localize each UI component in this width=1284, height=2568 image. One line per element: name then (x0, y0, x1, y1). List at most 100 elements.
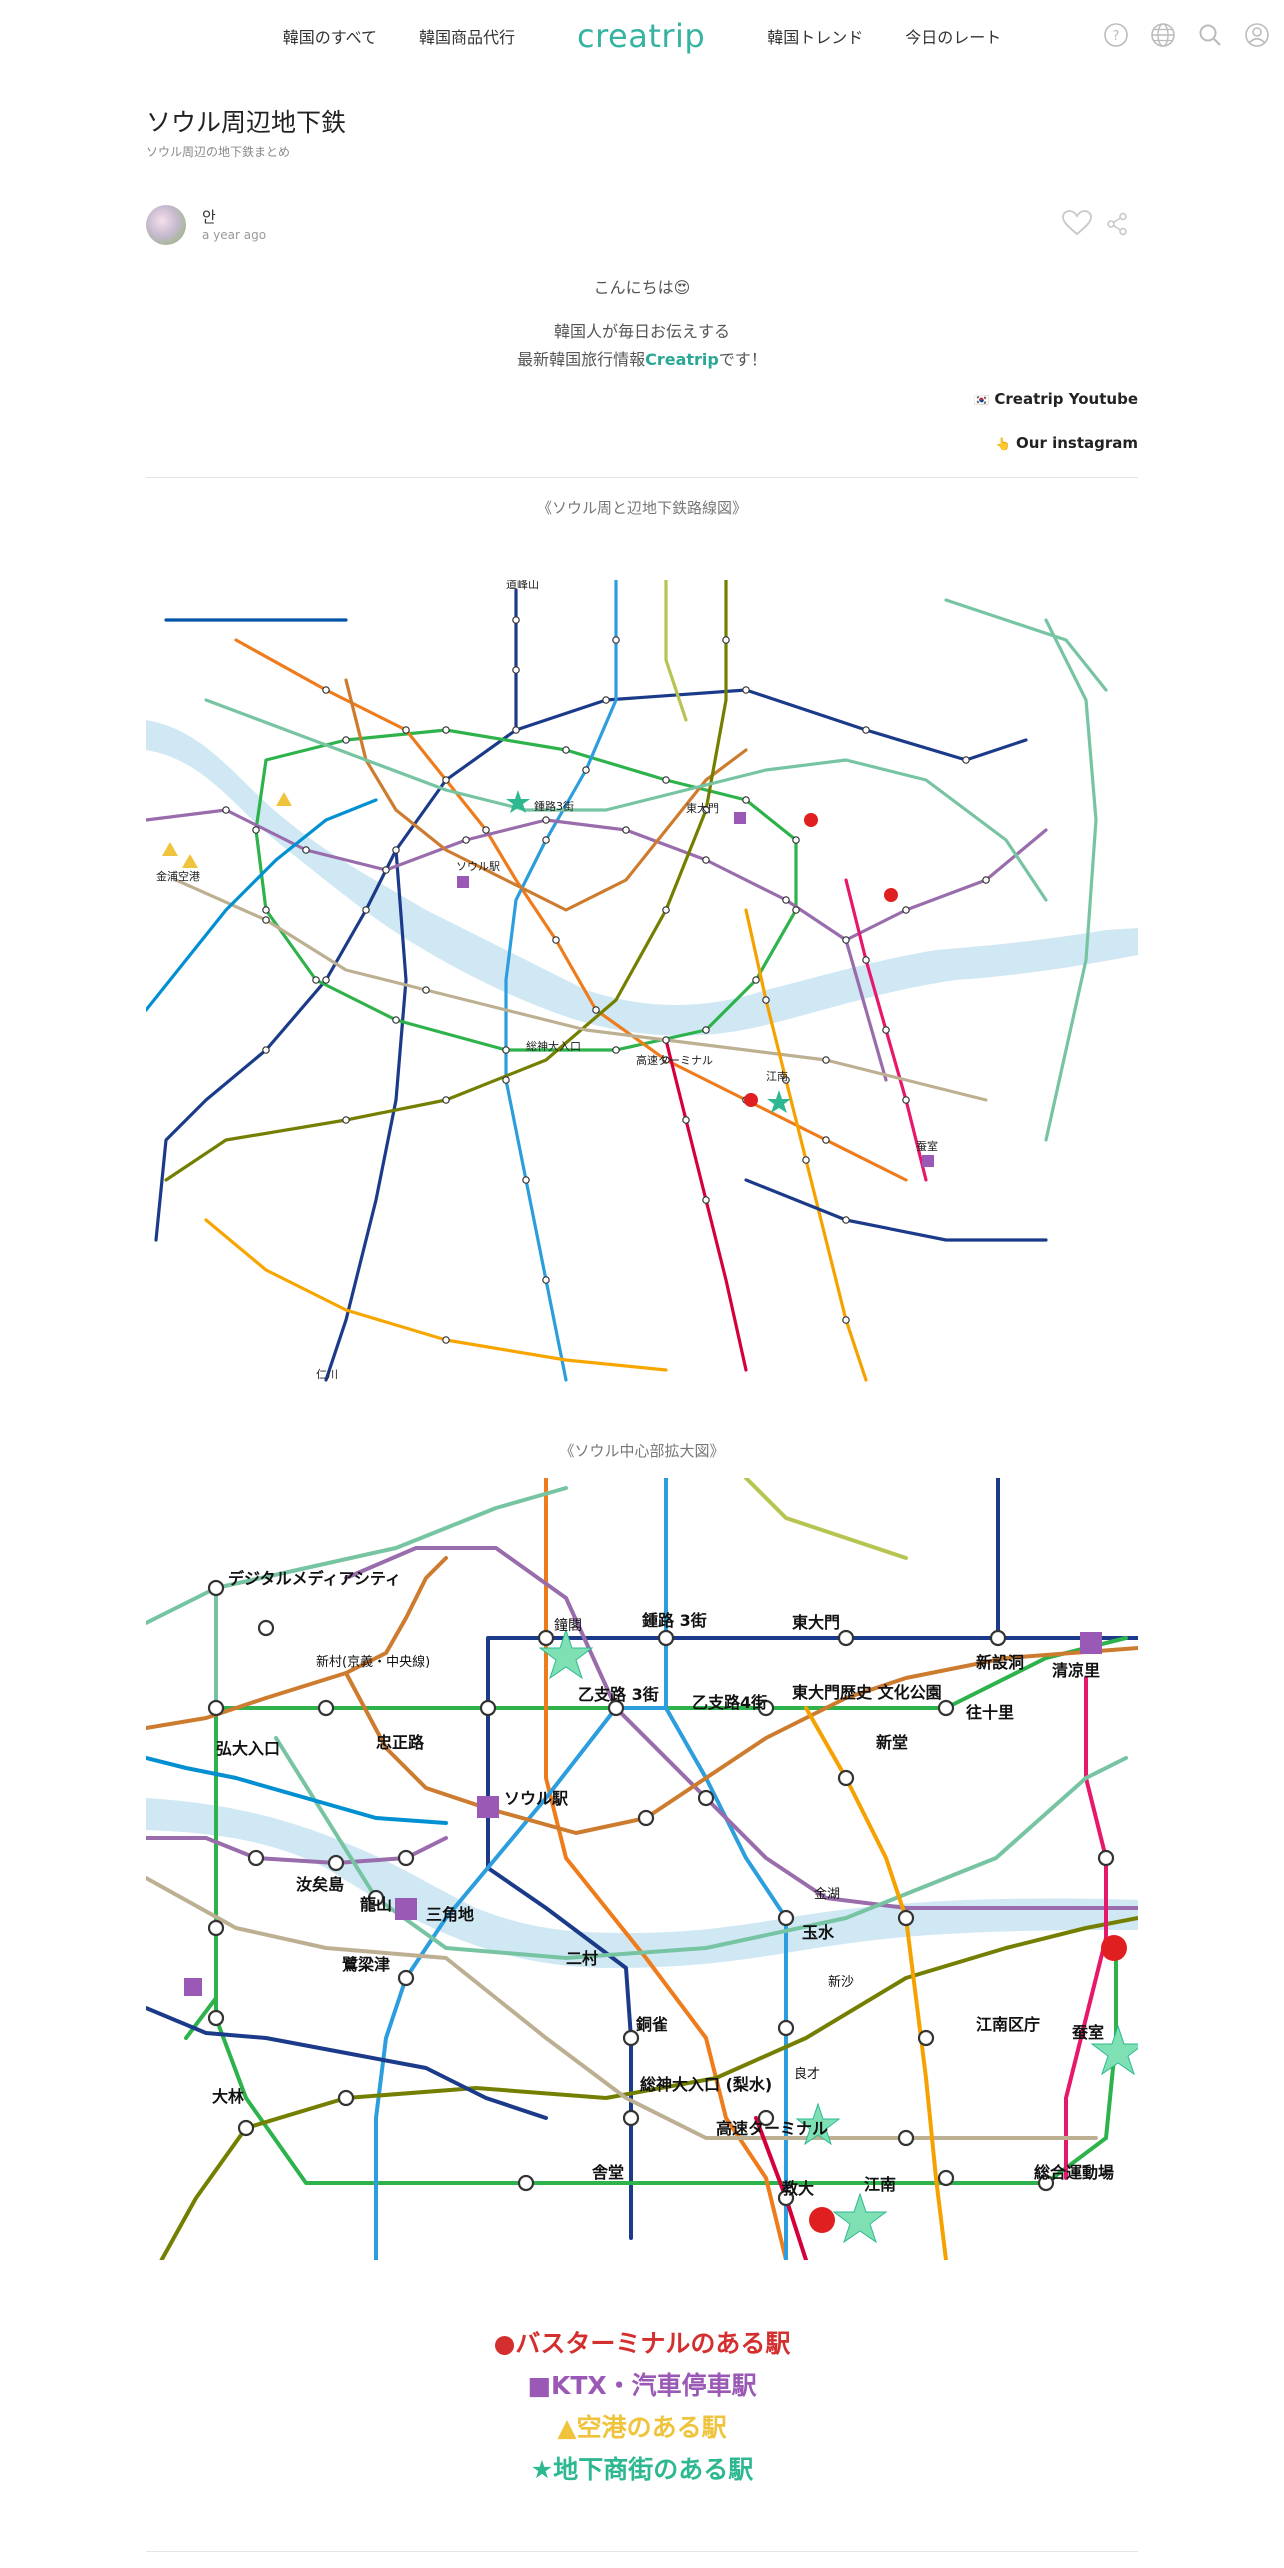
zoom-label-noryangjin: 鷺梁津 (342, 1955, 390, 1974)
zoom-label-chungjeongno: 忠正路 (376, 1733, 425, 1752)
map-station-dot (512, 616, 520, 624)
map-full-label-chongshin: 総神大入口 (526, 1039, 581, 1053)
map-station-dot (822, 1056, 830, 1064)
map-station-dot (742, 686, 750, 694)
map-station-dot (562, 746, 570, 754)
nav-link-shopping-agent[interactable]: 韓国商品代行 (418, 28, 515, 47)
map-station-dot (402, 726, 410, 734)
map-station-dot (662, 906, 670, 914)
subway-map-full[interactable]: 道峰山 ソウル駅 鍾路3街 東大門 総神大入口 高速ターミナル 江南 蚕室 金浦… (146, 580, 1138, 1390)
heart-icon[interactable] (1062, 210, 1092, 240)
map-station-dot (842, 1216, 850, 1224)
map-station-dot (702, 856, 710, 864)
zoom-label-ddp: 東大門歴史 文化公園 (792, 1683, 942, 1702)
help-icon[interactable]: ? (1103, 22, 1129, 48)
map-station-dot (792, 836, 800, 844)
user-icon[interactable] (1244, 22, 1270, 48)
youtube-link[interactable]: 🇰🇷 Creatrip Youtube (974, 390, 1138, 408)
map-station-dot (512, 726, 520, 734)
map-station-dot (392, 1016, 400, 1024)
zoom-label-sadang: 舎堂 (592, 2163, 624, 2182)
zoom-label-dmc: デジタルメディアシティ (228, 1569, 401, 1588)
map-station-dot (522, 1176, 530, 1184)
map-station-dot (582, 766, 590, 774)
header-icons: ? (1103, 22, 1270, 48)
map-full-label-gimpo: 金浦空港 (156, 869, 200, 883)
map-station-dot (462, 836, 470, 844)
legend-airport: ▲空港のある駅 (557, 2413, 727, 2442)
search-icon[interactable] (1197, 22, 1223, 48)
zoom-label-gyodae: 教大 (782, 2179, 814, 2198)
zoom-label-dongjak: 銅雀 (636, 2015, 668, 2034)
map-station-dot (262, 916, 270, 924)
legend-bus-terminal: ●バスターミナルのある駅 (493, 2329, 791, 2358)
zoom-label-daerim: 大林 (212, 2087, 244, 2106)
zoom-label-cheongnyangni: 清凉里 (1052, 1661, 1100, 1680)
map-station-dot (342, 1116, 350, 1124)
zoom-label-euljiro4: 乙支路4街 (692, 1693, 767, 1712)
map-full-label-jongno3: 鍾路3街 (534, 799, 574, 813)
map-station-dot (542, 1276, 550, 1284)
map-station-dot (442, 1336, 450, 1344)
zoom-label-jonggak: 鐘閣 (554, 1617, 582, 1634)
subway-map-zoom[interactable]: デジタルメディアシティ 新村(京義・中央線) 弘大入口 ソウル駅 鐘閣 鍾路 3… (146, 1478, 1138, 2260)
map-station-dot (702, 806, 710, 814)
avatar[interactable] (146, 205, 186, 245)
map-station-dot (702, 1196, 710, 1204)
map-station-dot (442, 726, 450, 734)
map-station-dot (682, 1116, 690, 1124)
instagram-link[interactable]: 👆 Our instagram (996, 434, 1138, 452)
map-station-dot (512, 666, 520, 674)
zoom-label-dongdaemun: 東大門 (792, 1613, 840, 1632)
map-station-dot (762, 996, 770, 1004)
map-station-dot (802, 1156, 810, 1164)
legend-ktx: ■KTX・汽車停車駅 (527, 2371, 757, 2400)
map-station-dot (842, 1316, 850, 1324)
map-station-dot (592, 1006, 600, 1014)
map-station-dot (312, 976, 320, 984)
nav-link-trends[interactable]: 韓国トレンド (767, 28, 864, 47)
map-station-dot (392, 846, 400, 854)
map-caption-zoom: 《ソウル中心部拡大図》 (559, 1442, 725, 1460)
globe-icon[interactable] (1150, 22, 1176, 48)
map-station-dot (442, 1096, 450, 1104)
top-navigation: 韓国のすべて 韓国商品代行 creatrip 韓国トレンド 今日のレート ? (0, 0, 1284, 72)
map-station-dot (222, 806, 230, 814)
page-subtitle: ソウル周辺の地下鉄まとめ (146, 145, 291, 159)
map-station-dot (482, 826, 490, 834)
map-station-dot (662, 1056, 670, 1064)
map-station-dot (382, 866, 390, 874)
map-station-dot (842, 936, 850, 944)
intro-line-2-suffix: です！ (718, 350, 767, 369)
zoom-label-sinchon: 新村(京義・中央線) (316, 1654, 430, 1670)
zoom-label-wangsimni: 往十里 (966, 1703, 1014, 1722)
youtube-link-label: Creatrip Youtube (994, 390, 1138, 408)
map-full-label-express-terminal: 高速ターミナル (636, 1053, 713, 1067)
map-station-dot (862, 726, 870, 734)
zoom-label-hongik: 弘大入口 (216, 1739, 280, 1758)
zoom-label-gangnamgu: 江南区庁 (976, 2015, 1040, 2034)
author-name[interactable]: 안 (202, 208, 216, 226)
nav-link-all-korea[interactable]: 韓国のすべて (282, 28, 377, 47)
instagram-link-label: Our instagram (1016, 434, 1138, 452)
map-station-dot (602, 696, 610, 704)
brand-link[interactable]: Creatrip (645, 350, 719, 369)
legend-underground-mall: ★地下商街のある駅 (530, 2455, 754, 2484)
map-station-dot (882, 1026, 890, 1034)
share-icon[interactable] (1106, 212, 1128, 240)
zoom-label-yangjae: 良才 (794, 2066, 820, 2082)
zoom-label-yongsan: 龍山 (360, 1895, 392, 1914)
map-station-dot (782, 896, 790, 904)
zoom-label-express: 高速ターミナル (716, 2119, 828, 2138)
map-station-dot (322, 686, 330, 694)
map-station-dot (502, 1076, 510, 1084)
map-station-dot (612, 636, 620, 644)
creatrip-logo[interactable]: creatrip (576, 17, 706, 55)
map-station-dot (902, 1096, 910, 1104)
map-station-dot (342, 736, 350, 744)
map-station-dot (422, 986, 430, 994)
map-station-dot (822, 1136, 830, 1144)
svg-text:?: ? (1113, 29, 1120, 44)
map-station-dot (982, 876, 990, 884)
nav-link-exchange-rate[interactable]: 今日のレート (905, 28, 1002, 47)
